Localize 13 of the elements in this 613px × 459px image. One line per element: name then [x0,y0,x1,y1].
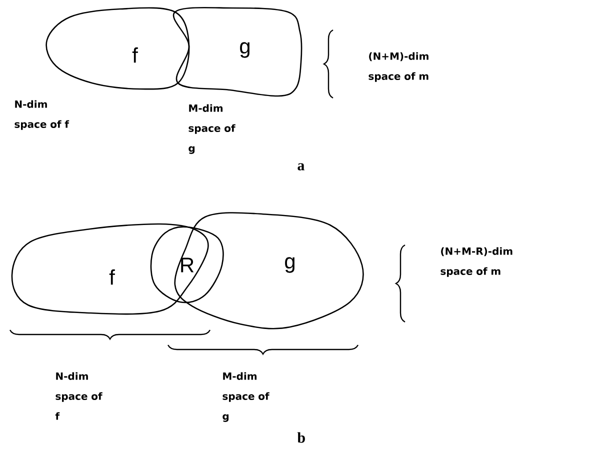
dimension-note: M-dim space of g [222,372,270,422]
dimension-note: N-dim space of f [55,372,102,420]
region-label: g [285,257,294,273]
region-label: g [240,42,250,58]
panel-letter: a [298,163,304,170]
dimension-note: (N+M)-dim space of m [368,52,428,82]
region-label: R [181,258,194,272]
dimension-note: N-dim space of f [14,100,70,130]
panel-letter: b [297,432,305,443]
region-label: f [109,269,115,285]
region-label: f [132,47,138,63]
dimension-note: M-dim space of g [188,104,236,154]
dimension-note: (N+M-R)-dim space of m [440,247,512,277]
